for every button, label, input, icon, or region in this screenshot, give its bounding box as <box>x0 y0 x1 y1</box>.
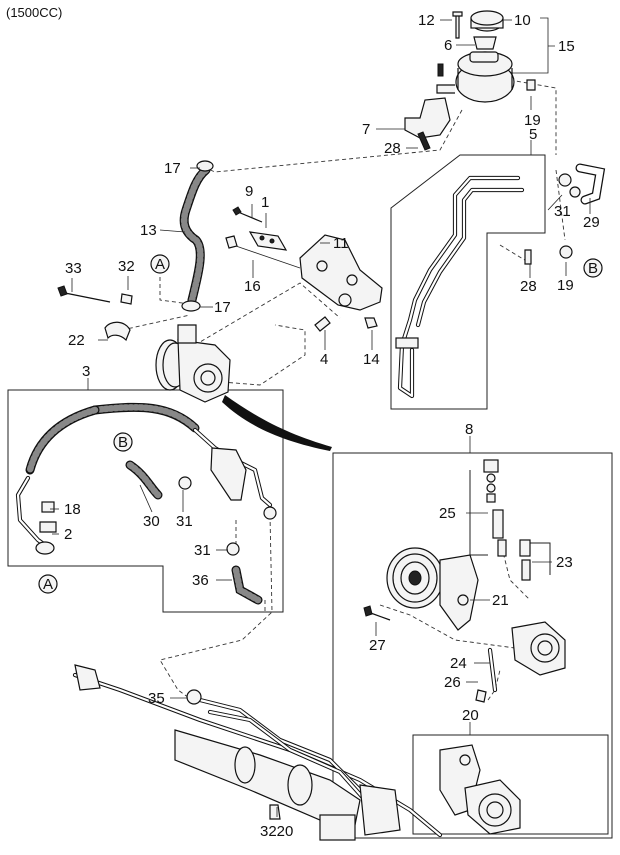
callout-33: 33 <box>65 260 82 277</box>
svg-text:B: B <box>118 434 128 451</box>
return-tube-box-5 <box>390 154 546 410</box>
callout-31b: 31 <box>176 513 193 530</box>
callout-26: 26 <box>444 674 461 691</box>
pump-bracket-group <box>225 206 383 332</box>
leader-lines <box>50 19 591 817</box>
connector-A-bottom: A <box>38 574 58 594</box>
pump-assembly-box-8 <box>332 452 613 839</box>
callout-24: 24 <box>450 655 467 672</box>
callout-21: 21 <box>492 592 509 609</box>
callout-18: 18 <box>64 501 81 518</box>
svg-text:A: A <box>155 256 165 273</box>
pressure-hose-3 <box>15 402 277 605</box>
callout-36: 36 <box>192 572 209 589</box>
callout-6: 6 <box>444 37 452 54</box>
callout-35: 35 <box>148 690 165 707</box>
callout-13: 13 <box>140 222 157 239</box>
pump-kit-box-20 <box>412 734 609 835</box>
pump-kit-20 <box>439 744 521 835</box>
callout-25: 25 <box>439 505 456 522</box>
callout-31c: 31 <box>194 542 211 559</box>
part-25-bracket <box>469 470 488 556</box>
svg-text:A: A <box>43 576 53 593</box>
callout-5: 5 <box>529 126 537 143</box>
callout-8: 8 <box>465 421 473 438</box>
callout-20: 20 <box>462 707 479 724</box>
callout-4: 4 <box>320 351 328 368</box>
connector-B-left: B <box>113 432 133 452</box>
return-tube-5 <box>395 163 606 399</box>
callout-9: 9 <box>245 183 253 200</box>
callout-10: 10 <box>514 12 531 29</box>
callout-23: 23 <box>556 554 573 571</box>
suction-hose-13 <box>179 160 214 312</box>
callout-7: 7 <box>362 121 370 138</box>
callout-19: 19 <box>524 112 541 129</box>
callout-2: 2 <box>64 526 72 543</box>
callout-28b: 28 <box>520 278 537 295</box>
reference-arrow <box>222 395 332 451</box>
part-15-bracket <box>500 17 555 74</box>
callout-3220: 3220 <box>260 823 293 840</box>
svg-text:B: B <box>588 260 598 277</box>
callout-32: 32 <box>118 258 135 275</box>
connector-A-top: A <box>150 254 170 274</box>
callout-19b: 19 <box>557 277 574 294</box>
callout-27: 27 <box>369 637 386 654</box>
callout-22: 22 <box>68 332 85 349</box>
callout-labels: 12 10 6 15 19 7 28 5 17 9 1 31 29 13 11 … <box>64 12 600 840</box>
hose-assembly-box-3 <box>7 389 284 613</box>
callout-15: 15 <box>558 38 575 55</box>
callout-30: 30 <box>143 513 160 530</box>
pump-assembly-8 <box>363 459 566 703</box>
part-23-bracket <box>528 542 551 575</box>
callout-12: 12 <box>418 12 435 29</box>
callout-17: 17 <box>164 160 181 177</box>
callout-11: 11 <box>333 235 349 252</box>
callout-28: 28 <box>384 140 401 157</box>
steering-gear-3220 <box>72 664 443 841</box>
callout-29: 29 <box>583 214 600 231</box>
engine-label: (1500CC) <box>6 5 62 20</box>
callout-16: 16 <box>244 278 261 295</box>
reservoir-assembly <box>404 10 536 151</box>
callout-3: 3 <box>82 363 90 380</box>
callout-17b: 17 <box>214 299 231 316</box>
callout-1: 1 <box>261 194 269 211</box>
power-steering-pump <box>57 285 231 403</box>
callout-14: 14 <box>363 351 380 368</box>
connector-B-right: B <box>583 258 603 278</box>
callout-31: 31 <box>554 203 571 220</box>
